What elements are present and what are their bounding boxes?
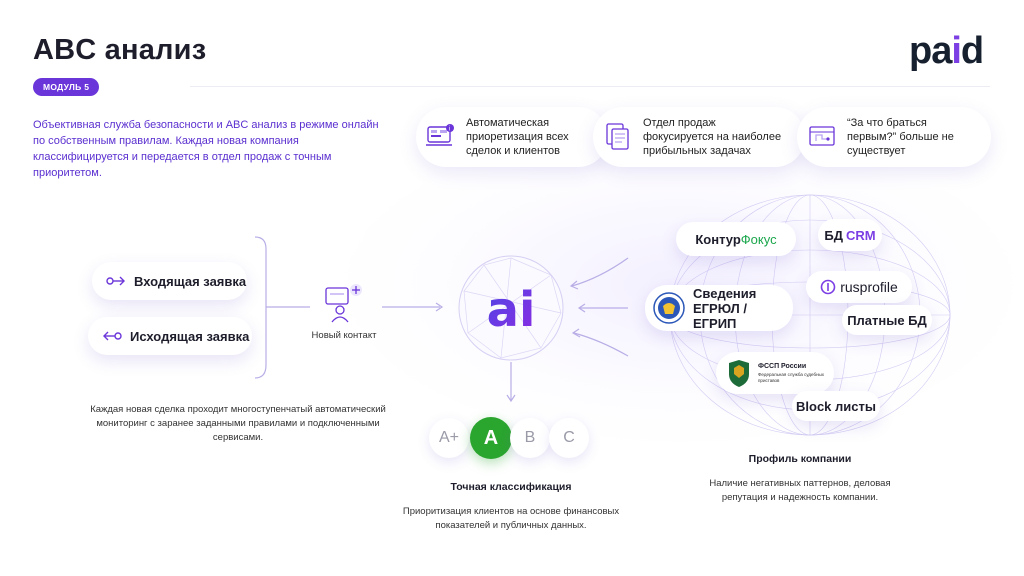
new-contact-icon bbox=[320, 282, 366, 329]
crm-db-pill[interactable]: БД CRM bbox=[818, 219, 882, 251]
feature-card-prioritization: i Автоматическая приоретизация всех сдел… bbox=[416, 107, 608, 167]
grade-a: A bbox=[470, 417, 512, 459]
profile-caption: Наличие негативных паттернов, деловая ре… bbox=[709, 478, 891, 503]
arrow-out-icon bbox=[102, 330, 122, 342]
rusprofile-icon bbox=[820, 279, 836, 295]
connector-lines bbox=[254, 236, 444, 379]
blueprint-icon bbox=[797, 124, 847, 150]
feature-card-first: “За что браться первым?” больше не сущес… bbox=[797, 107, 991, 167]
egrul-pill[interactable]: Сведения ЕГРЮЛ / ЕГРИП bbox=[645, 285, 793, 331]
documents-icon bbox=[593, 122, 643, 152]
block-lists-label: Block листы bbox=[796, 398, 876, 414]
profile-title: Профиль компании bbox=[748, 453, 852, 465]
rusprofile-label: rusprofile bbox=[840, 279, 898, 295]
classification-title: Точная классификация bbox=[450, 481, 572, 493]
paid-db-pill[interactable]: Платные БД bbox=[842, 305, 932, 335]
intro-text: Объективная служба безопасности и ABC ан… bbox=[33, 119, 379, 179]
fssp-pill[interactable]: ФССП России Федеральная служба судебных … bbox=[716, 352, 834, 394]
left-caption: Каждая новая сделка проходит многоступен… bbox=[90, 404, 386, 443]
classification-caption: Приоритизация клиентов на основе финансо… bbox=[402, 506, 620, 531]
egrul-label: Сведения ЕГРЮЛ / ЕГРИП bbox=[693, 285, 757, 331]
paid-db-label: Платные БД bbox=[847, 312, 927, 328]
down-arrow bbox=[506, 362, 516, 403]
header-divider bbox=[190, 86, 990, 87]
grade-c: C bbox=[549, 418, 589, 458]
outgoing-request-label: Исходящая заявка bbox=[130, 328, 250, 344]
block-lists-pill[interactable]: Block листы bbox=[792, 391, 880, 421]
arrow-in-icon bbox=[106, 275, 126, 287]
grade-a-plus: A+ bbox=[429, 418, 469, 458]
kontur-label: Контур bbox=[695, 231, 741, 247]
page-title: ABC анализ bbox=[33, 34, 207, 66]
source-arrows bbox=[569, 257, 629, 357]
fns-emblem-icon bbox=[653, 292, 685, 324]
rusprofile-pill[interactable]: rusprofile bbox=[806, 271, 912, 303]
feature-text: Отдел продаж фокусируется на наиболее пр… bbox=[643, 117, 782, 157]
focus-label: Фокус bbox=[740, 231, 777, 247]
dashboard-icon: i bbox=[416, 124, 466, 150]
incoming-request-pill[interactable]: Входящая заявка bbox=[92, 262, 247, 300]
module-badge: МОДУЛЬ 5 bbox=[33, 78, 100, 96]
grade-b: B bbox=[510, 418, 550, 458]
crm-label: CRM bbox=[846, 227, 876, 243]
ai-label: ai bbox=[487, 282, 536, 338]
incoming-request-label: Входящая заявка bbox=[134, 273, 247, 289]
feature-text: Автоматическая приоретизация всех сделок… bbox=[466, 117, 569, 157]
feature-card-focus: Отдел продаж фокусируется на наиболее пр… bbox=[593, 107, 805, 167]
fssp-emblem-icon bbox=[726, 358, 752, 388]
outgoing-request-pill[interactable]: Исходящая заявка bbox=[88, 317, 252, 355]
fssp-subtitle: Федеральная служба судебных приставов bbox=[758, 372, 825, 383]
new-contact-label: Новый контакт bbox=[311, 330, 377, 341]
ai-sphere: ai bbox=[458, 255, 564, 361]
fssp-title: ФССП России bbox=[758, 363, 807, 370]
kontur-focus-pill[interactable]: Контур Фокус bbox=[676, 222, 796, 256]
feature-text: “За что браться первым?” больше не сущес… bbox=[847, 117, 954, 157]
svg-text:i: i bbox=[449, 126, 451, 133]
crm-db-label: БД bbox=[824, 227, 843, 243]
paid-logo: paid bbox=[909, 30, 984, 72]
